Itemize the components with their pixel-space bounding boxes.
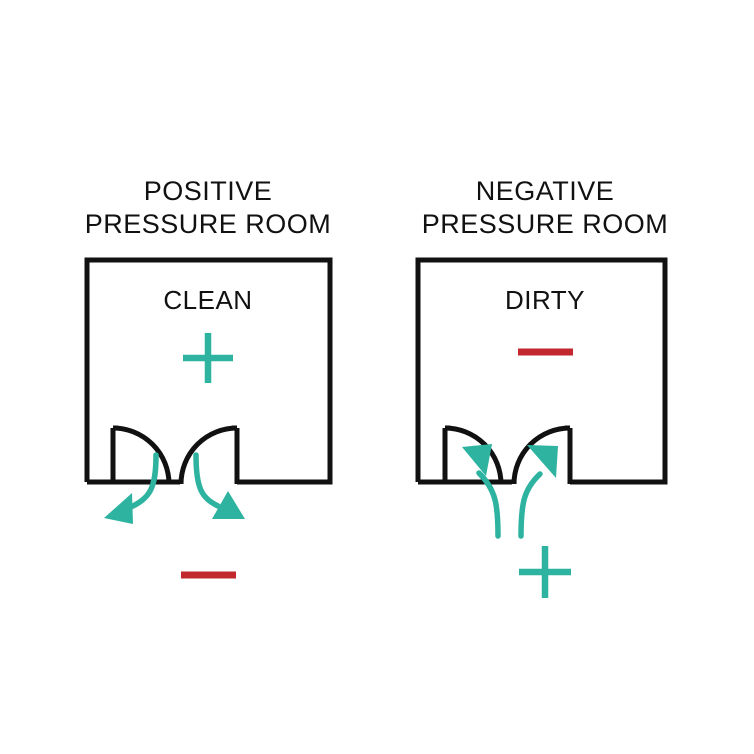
room-label: DIRTY [505, 285, 585, 315]
panel-negative-pressure-room: NEGATIVE PRESSURE ROOM DIRTY [415, 176, 669, 598]
airflow-head-left [104, 493, 133, 524]
door-swing-arc-left [112, 425, 172, 485]
airflow-head-right [212, 491, 245, 519]
panel-title-line1: NEGATIVE [476, 176, 615, 206]
door-swing-arc-right [511, 425, 571, 485]
room-wall-outline [84, 257, 333, 485]
airflow-line-left [476, 470, 501, 539]
room-wall-outline [415, 257, 668, 485]
airflow-line-right [193, 452, 221, 509]
double-door-icon [442, 425, 573, 485]
airflow-head-right [527, 445, 558, 478]
airflow-head-left [462, 444, 492, 476]
plus-sign-icon [519, 546, 571, 598]
airflow-line-left [126, 452, 159, 511]
airflow-line-right [518, 471, 543, 539]
panel-title-line1: POSITIVE [144, 176, 273, 206]
airflow-arrow-icon [104, 452, 245, 524]
panel-positive-pressure-room: POSITIVE PRESSURE ROOM CLEAN [84, 176, 333, 579]
panel-title-line2: PRESSURE ROOM [422, 209, 669, 239]
plus-sign-icon [183, 333, 233, 383]
door-swing-arc-right [178, 425, 238, 485]
room-walls [415, 257, 668, 485]
airflow-arrow-icon [462, 444, 558, 539]
double-door-icon [110, 425, 240, 485]
room-walls [84, 257, 333, 485]
panel-title-line2: PRESSURE ROOM [85, 209, 332, 239]
room-label: CLEAN [163, 285, 252, 315]
door-swing-arc-left [444, 425, 504, 485]
